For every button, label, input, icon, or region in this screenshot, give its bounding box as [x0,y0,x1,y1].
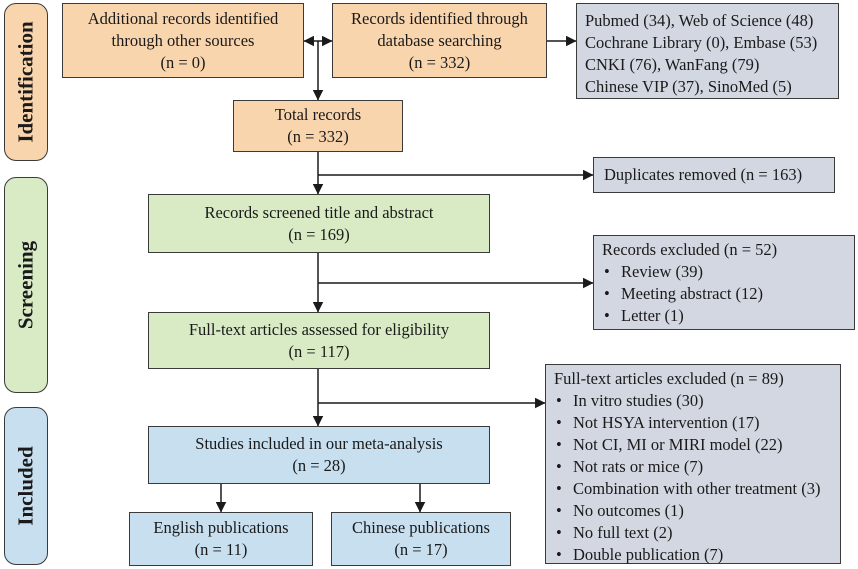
fulltext-excluded-box: Full-text articles excluded (n = 89) In … [545,364,841,566]
database-search-count: (n = 332) [408,52,471,72]
chinese-publications-count: (n = 17) [394,540,448,559]
stage-included: Included [4,407,48,565]
total-records-count: (n = 332) [287,127,349,146]
stage-screening-label: Screening [13,240,38,330]
database-search-box: Records identified through database sear… [332,3,547,78]
stage-screening: Screening [4,177,48,393]
records-excluded-list: Review (39) Meeting abstract (12) Letter… [602,261,854,327]
other-sources-count: (n = 0) [160,52,206,72]
records-excluded-item: Review (39) [602,261,854,283]
records-excluded-title: Records excluded (n = 52) [602,240,778,259]
databases-box: Pubmed (34), Web of Science (48) Cochran… [576,3,839,99]
database-line-1: Pubmed (34), Web of Science (48) [585,11,814,30]
fulltext-excluded-item: Not CI, MI or MIRI model (22) [554,434,840,456]
fulltext-excluded-item: Not rats or mice (7) [554,456,840,478]
fulltext-excluded-item: In vitro studies (30) [554,390,840,412]
database-line-3: CNKI (76), WanFang (79) [585,55,760,74]
fulltext-excluded-item: Combination with other treatment (3) [554,478,840,500]
other-sources-box: Additional records identified through ot… [62,3,304,78]
database-line-4: Chinese VIP (37), SinoMed (5) [585,77,792,96]
included-studies-box: Studies included in our meta-analysis (n… [148,426,490,484]
english-publications-label: English publications [153,518,289,537]
stage-identification: Identification [4,3,48,161]
screened-label: Records screened title and abstract [204,202,434,222]
english-publications-box: English publications (n = 11) [129,512,313,566]
duplicates-label: Duplicates removed (n = 163) [604,165,803,184]
database-search-line-2: database searching [377,30,502,50]
screened-box: Records screened title and abstract (n =… [148,194,490,253]
stage-included-label: Included [13,446,38,526]
chinese-publications-label: Chinese publications [352,518,490,537]
english-publications-count: (n = 11) [194,540,248,559]
fulltext-assessed-box: Full-text articles assessed for eligibil… [148,312,490,369]
stage-identification-label: Identification [13,21,38,143]
fulltext-excluded-item: No outcomes (1) [554,500,840,522]
database-search-line-1: Records identified through [351,8,528,28]
fulltext-excluded-title: Full-text articles excluded (n = 89) [554,369,784,388]
included-studies-count: (n = 28) [292,456,346,475]
fulltext-assessed-count: (n = 117) [288,341,350,361]
fulltext-excluded-list: In vitro studies (30) Not HSYA intervent… [554,390,840,566]
fulltext-excluded-item: No full text (2) [554,522,840,544]
total-records-box: Total records (n = 332) [233,100,403,152]
included-studies-label: Studies included in our meta-analysis [195,434,443,453]
total-records-label: Total records [274,105,362,124]
fulltext-excluded-item: Not HSYA intervention (17) [554,412,840,434]
records-excluded-item: Letter (1) [602,305,854,327]
other-sources-line-1: Additional records identified [87,8,279,28]
database-line-2: Cochrane Library (0), Embase (53) [585,33,818,52]
fulltext-excluded-item: Double publication (7) [554,544,840,566]
records-excluded-item: Meeting abstract (12) [602,283,854,305]
fulltext-assessed-label: Full-text articles assessed for eligibil… [188,319,450,339]
other-sources-line-2: through other sources [111,30,255,50]
duplicates-box: Duplicates removed (n = 163) [593,157,835,193]
screened-count: (n = 169) [288,224,350,244]
chinese-publications-box: Chinese publications (n = 17) [331,512,511,566]
records-excluded-box: Records excluded (n = 52) Review (39) Me… [593,235,855,330]
